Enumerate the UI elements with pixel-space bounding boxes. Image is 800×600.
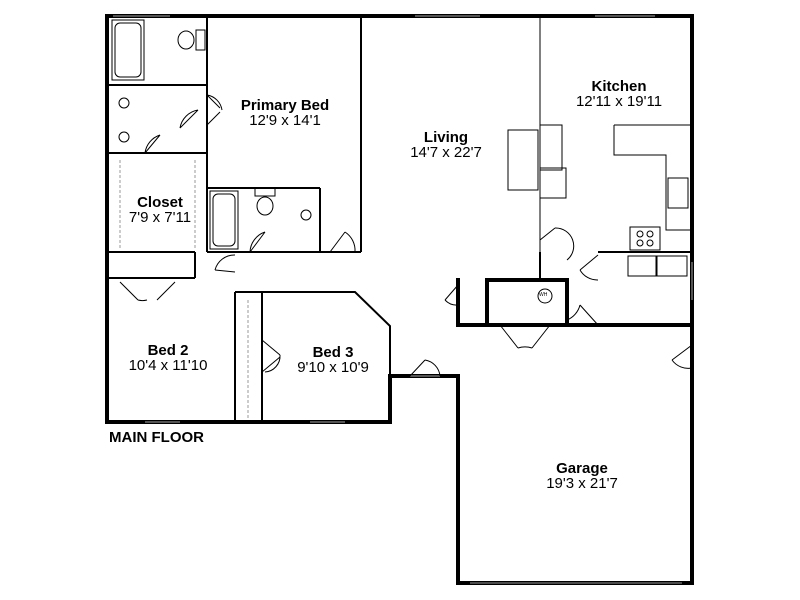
room-garage: Garage 19'3 x 21'7	[546, 461, 618, 491]
fixtures	[111, 19, 693, 420]
doors	[119, 94, 693, 377]
room-name: Bed 2	[147, 342, 189, 359]
floor-label: MAIN FLOOR	[109, 429, 204, 446]
room-size: 7'9 x 7'11	[128, 209, 192, 226]
room-name: Living	[423, 129, 469, 146]
room-kitchen: Kitchen 12'11 x 19'11	[576, 79, 662, 109]
exterior-walls	[105, 14, 694, 585]
room-primary-bed: Primary Bed 12'9 x 14'1	[241, 98, 329, 128]
room-size: 10'4 x 11'10	[128, 357, 208, 374]
room-size: 19'3 x 21'7	[546, 475, 618, 492]
room-size: 12'11 x 19'11	[575, 93, 663, 110]
room-bed3: Bed 3 9'10 x 10'9	[297, 345, 369, 375]
room-living: Living 14'7 x 22'7	[410, 130, 482, 160]
room-size: 14'7 x 22'7	[410, 144, 482, 161]
room-name: Bed 3	[312, 344, 354, 361]
room-name: Kitchen	[591, 78, 647, 95]
room-closet: Closet 7'9 x 7'11	[129, 195, 191, 225]
room-size: 9'10 x 10'9	[297, 359, 369, 376]
room-bed2: Bed 2 10'4 x 11'10	[129, 343, 208, 373]
water-heater-label: WH	[539, 292, 548, 298]
room-name: Primary Bed	[240, 97, 330, 114]
room-size: 12'9 x 14'1	[249, 112, 321, 129]
room-name: Garage	[556, 460, 608, 477]
room-name: Closet	[137, 194, 183, 211]
